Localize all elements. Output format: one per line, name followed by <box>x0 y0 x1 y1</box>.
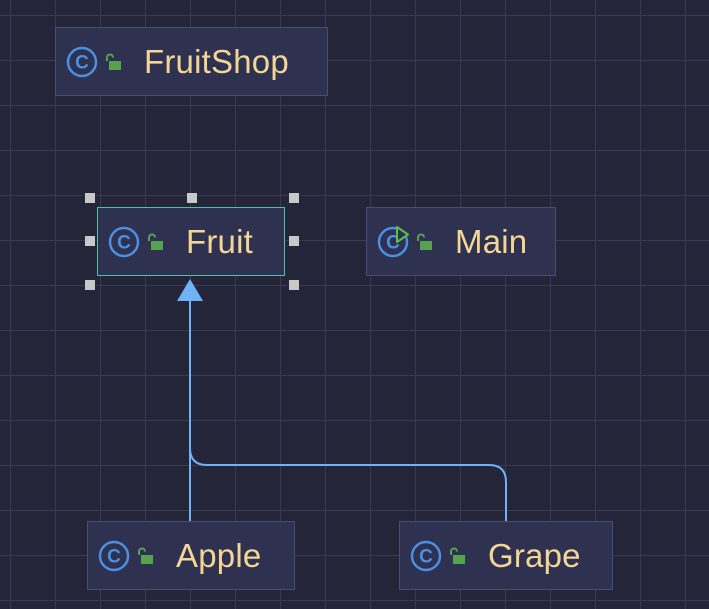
class-name: Main <box>455 222 528 260</box>
class-node-fruitshop[interactable]: C FruitShop <box>55 27 328 96</box>
resize-handle-bottom-left[interactable] <box>85 280 95 290</box>
class-name: Grape <box>488 536 581 574</box>
inheritance-arrowhead <box>177 279 203 301</box>
svg-text:C: C <box>117 232 131 253</box>
class-node-apple[interactable]: C Apple <box>87 521 295 590</box>
resize-handle-bottom-right[interactable] <box>289 280 299 290</box>
resize-handle-top-center[interactable] <box>187 193 197 203</box>
class-icon: C <box>66 46 98 77</box>
class-node-grape[interactable]: C Grape <box>399 521 613 590</box>
runnable-class-icon: C <box>377 225 409 257</box>
public-lock-icon <box>148 233 163 250</box>
resize-handle-top-right[interactable] <box>289 193 299 203</box>
resize-handle-middle-right[interactable] <box>289 236 299 246</box>
svg-text:C: C <box>75 52 89 73</box>
class-name: FruitShop <box>144 42 289 80</box>
class-name: Fruit <box>186 222 253 260</box>
class-name: Apple <box>176 536 262 574</box>
public-lock-icon <box>138 547 153 564</box>
svg-text:C: C <box>419 546 433 567</box>
public-lock-icon <box>417 233 432 250</box>
svg-text:C: C <box>107 546 121 567</box>
class-icon: C <box>108 226 140 257</box>
resize-handle-top-left[interactable] <box>85 193 95 203</box>
public-lock-icon <box>450 547 465 564</box>
edge-grape-to-fruit[interactable] <box>189 447 507 521</box>
public-lock-icon <box>106 53 121 70</box>
class-node-fruit[interactable]: C Fruit <box>97 207 285 276</box>
class-node-main[interactable]: C Main <box>366 207 556 276</box>
class-icon: C <box>410 540 442 571</box>
class-icon: C <box>98 540 130 571</box>
resize-handle-middle-left[interactable] <box>85 236 95 246</box>
